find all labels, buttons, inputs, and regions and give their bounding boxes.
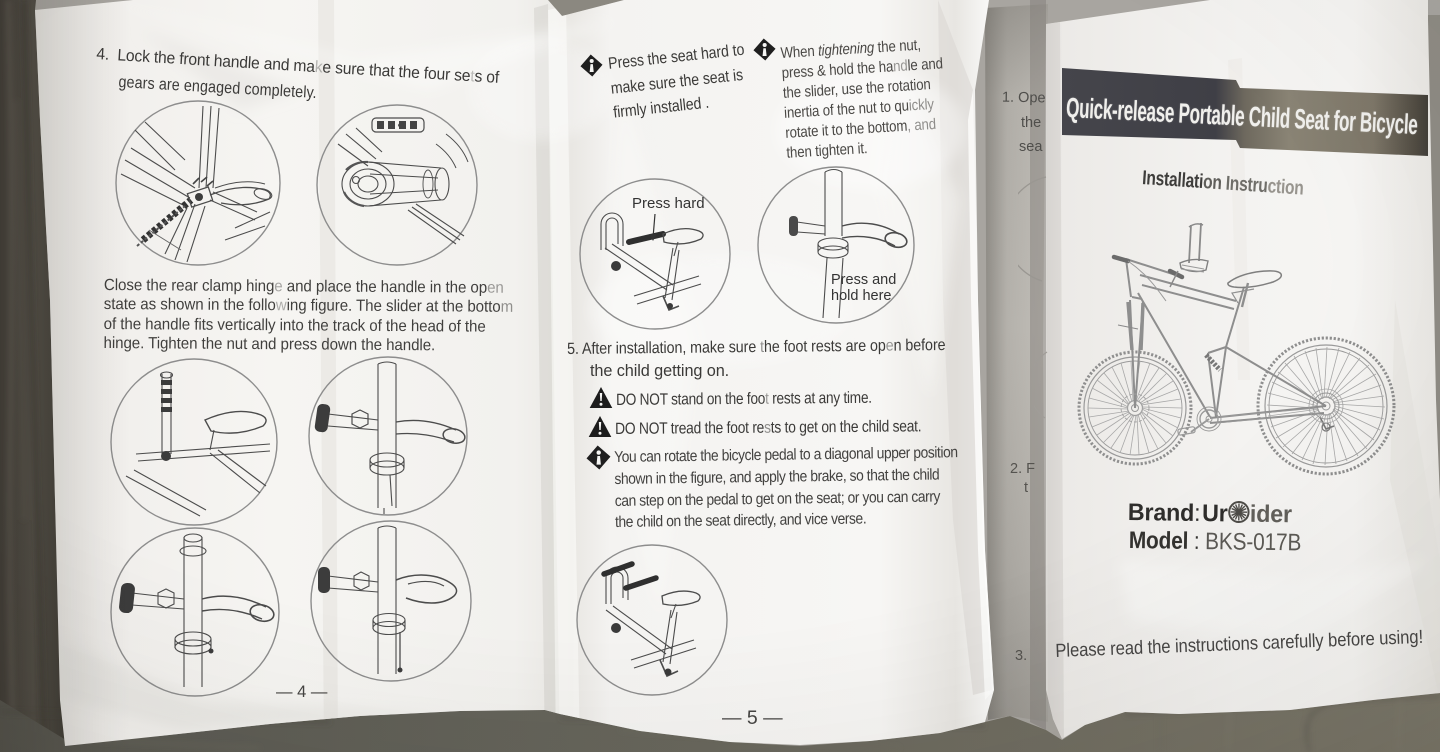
svg-text:Press hard: Press hard <box>632 195 705 212</box>
svg-text:hold here: hold here <box>831 288 891 304</box>
svg-text:Press and: Press and <box>831 272 896 288</box>
